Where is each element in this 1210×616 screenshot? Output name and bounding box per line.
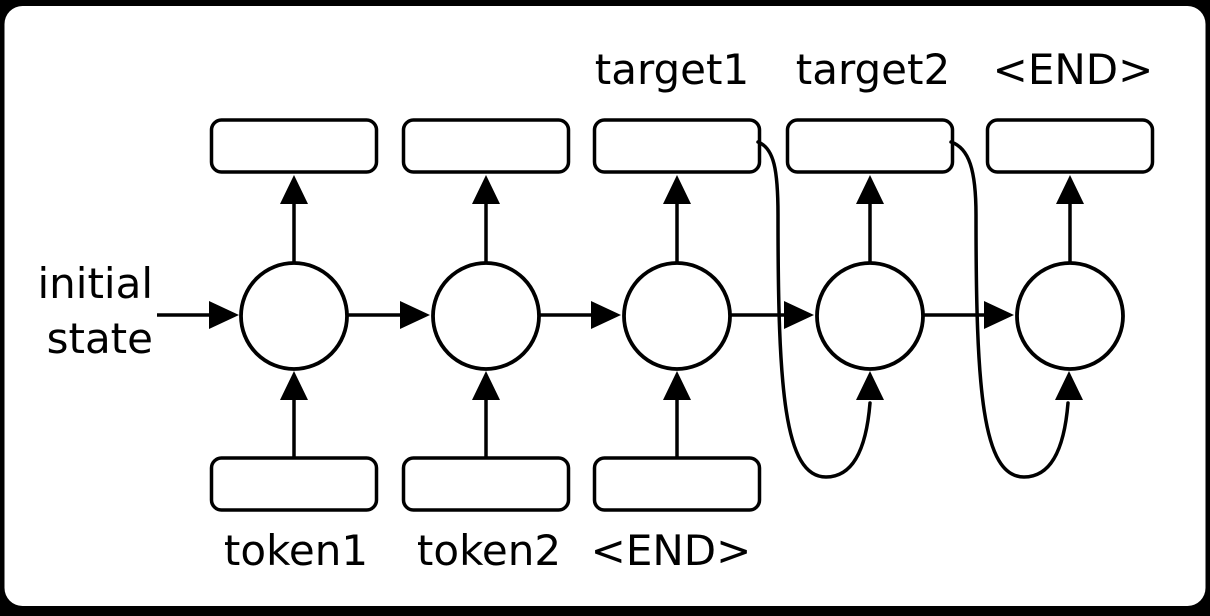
feedback-arrowhead-cell4 bbox=[856, 371, 884, 400]
arrow-cell3-to-output-target1 bbox=[663, 175, 691, 263]
label-target1: target1 bbox=[595, 45, 749, 94]
arrow-cell4-to-cell5 bbox=[923, 301, 1014, 329]
arrow-token2-to-cell2 bbox=[472, 371, 500, 458]
output-box-1 bbox=[209, 118, 379, 174]
arrow-cell2-to-cell3 bbox=[539, 301, 621, 329]
initial-state-label-line2: state bbox=[47, 314, 153, 363]
rnn-cell-3 bbox=[622, 261, 732, 371]
feedback-curve-target1-to-cell4 bbox=[756, 140, 872, 479]
label-token2: token2 bbox=[417, 526, 561, 575]
input-box-end bbox=[592, 456, 762, 512]
arrow-cell4-to-output-target2 bbox=[856, 175, 884, 263]
feedback-arrowhead-cell5 bbox=[1055, 371, 1083, 400]
output-box-2 bbox=[401, 118, 571, 174]
arrow-cell5-to-output-end bbox=[1056, 175, 1084, 263]
input-box-token2 bbox=[401, 456, 571, 512]
arrow-cell3-to-cell4 bbox=[730, 301, 814, 329]
label-end-bottom: <END> bbox=[591, 526, 752, 575]
input-box-token1 bbox=[209, 456, 379, 512]
arrow-cell2-to-output2 bbox=[472, 175, 500, 263]
arrow-cell1-to-output1 bbox=[280, 175, 308, 263]
output-box-target2 bbox=[785, 118, 955, 174]
label-end-top: <END> bbox=[993, 45, 1154, 94]
arrow-initial-state-to-cell1 bbox=[157, 301, 239, 329]
label-token1: token1 bbox=[224, 526, 368, 575]
rnn-cell-2 bbox=[431, 261, 541, 371]
rnn-cell-4 bbox=[815, 261, 925, 371]
arrow-end-to-cell3 bbox=[663, 371, 691, 458]
label-target2: target2 bbox=[796, 45, 950, 94]
output-box-end bbox=[985, 118, 1155, 174]
initial-state-label-line1: initial bbox=[38, 259, 154, 308]
rnn-cell-5 bbox=[1015, 261, 1125, 371]
arrow-cell1-to-cell2 bbox=[347, 301, 430, 329]
rnn-cell-1 bbox=[239, 261, 349, 371]
output-box-target1 bbox=[592, 118, 762, 174]
feedback-curve-target2-to-cell5 bbox=[949, 140, 1070, 479]
arrow-token1-to-cell1 bbox=[280, 371, 308, 458]
